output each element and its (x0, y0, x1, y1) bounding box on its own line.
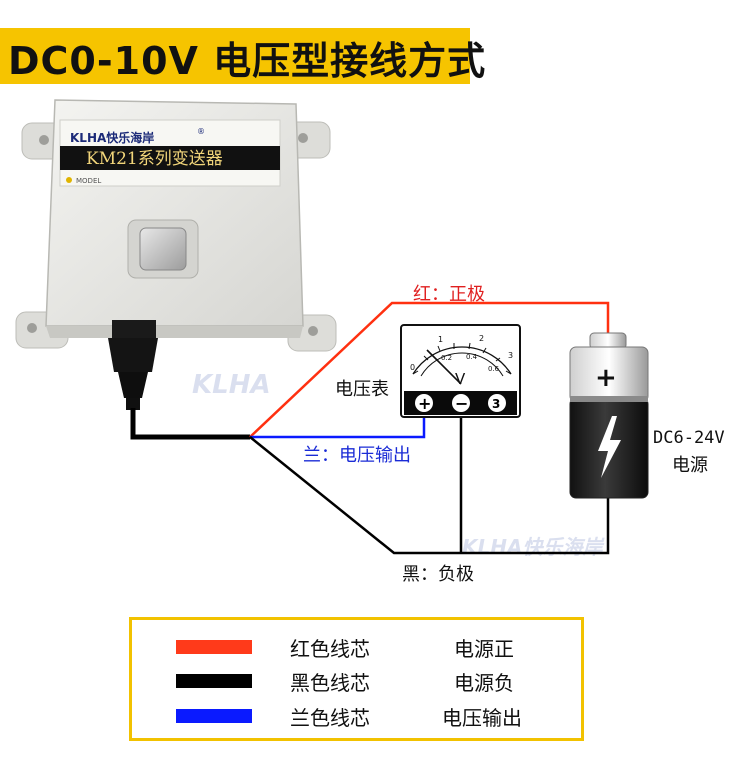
svg-text:KLHA快乐海岸: KLHA快乐海岸 (462, 535, 605, 559)
legend-name: 兰色线芯 (290, 706, 370, 730)
watermark-klha-cn: KLHA快乐海岸 (462, 535, 605, 559)
wire-black (249, 436, 610, 555)
black-wire-label: 黑：负极 (402, 564, 474, 585)
meter-third-terminal: 3 (492, 397, 500, 411)
cable-black-main (130, 408, 250, 440)
voltmeter: 0 1 2 3 0.2 0.4 0.6 V + − 3 (400, 324, 521, 418)
legend-function: 电压输出 (442, 706, 522, 730)
svg-text:1: 1 (438, 335, 443, 344)
lightning-icon (598, 416, 621, 478)
power-label: 电源 (672, 455, 708, 476)
legend-row-black: 黑色线芯 电源负 (132, 665, 581, 695)
page-title: DC0-10V 电压型接线方式 (8, 39, 487, 83)
wire-red (249, 301, 610, 438)
battery-plus: + (595, 363, 617, 393)
svg-text:0: 0 (410, 363, 415, 372)
svg-text:®: ® (197, 127, 205, 136)
battery: + (569, 332, 649, 499)
blue-swatch (176, 709, 252, 723)
legend-name: 红色线芯 (290, 637, 370, 661)
brand-label: KLHA快乐海岸 (70, 130, 154, 145)
wire-blue (250, 410, 426, 439)
blue-wire-label: 兰：电压输出 (303, 445, 411, 466)
voltmeter-label: 电压表 (335, 379, 389, 400)
power-voltage-label: DC6-24V (653, 428, 725, 448)
legend-function: 电源正 (454, 637, 514, 661)
svg-text:MODEL: MODEL (76, 177, 101, 185)
meter-minus-terminal: − (455, 394, 468, 413)
svg-text:0.6: 0.6 (488, 365, 500, 373)
svg-text:KLHA: KLHA (192, 370, 271, 400)
red-wire-label: 红：正极 (413, 284, 485, 305)
transmitter-device: KLHA快乐海岸 ® KM21系列变送器 MODEL (15, 99, 337, 410)
model-label: KM21系列变送器 (86, 149, 223, 169)
svg-text:3: 3 (508, 351, 513, 360)
legend-function: 电源负 (454, 671, 514, 695)
legend: 红色线芯 电源正 黑色线芯 电源负 兰色线芯 电压输出 (129, 617, 584, 741)
legend-row-red: 红色线芯 电源正 (132, 631, 581, 661)
svg-text:0.2: 0.2 (441, 354, 452, 362)
red-swatch (176, 640, 252, 654)
legend-row-blue: 兰色线芯 电压输出 (132, 700, 581, 730)
svg-text:0.4: 0.4 (466, 353, 478, 361)
watermark-klha: KLHA (192, 370, 271, 400)
svg-text:2: 2 (479, 334, 484, 343)
legend-name: 黑色线芯 (290, 671, 370, 695)
black-swatch (176, 674, 252, 688)
svg-text:V: V (455, 370, 466, 388)
title-bar (0, 28, 470, 84)
meter-plus-terminal: + (418, 394, 431, 413)
